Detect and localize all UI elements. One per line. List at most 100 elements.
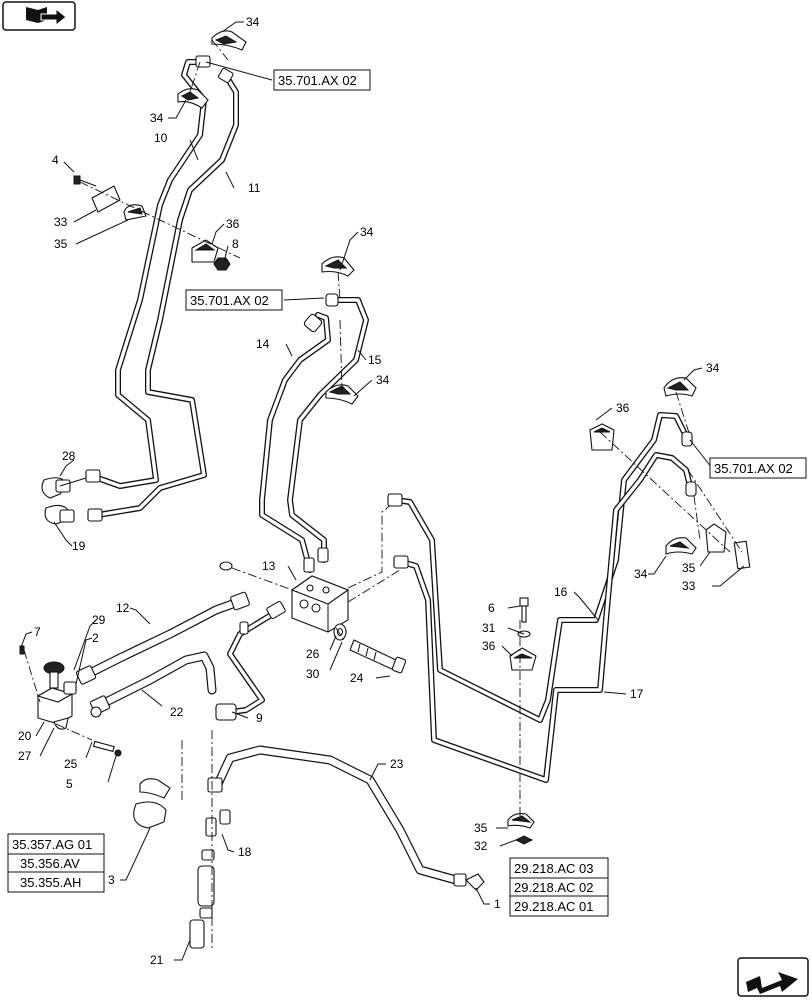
- clamp-36-right: [589, 423, 615, 451]
- callout-34: 34: [706, 361, 720, 375]
- svg-text:29.218.AC 01: 29.218.AC 01: [514, 899, 594, 914]
- callout-12: 12: [116, 601, 130, 615]
- callout-2: 2: [92, 631, 99, 645]
- hose-22-ends: [89, 695, 111, 718]
- callout-36: 36: [616, 401, 630, 415]
- reference-link-29-218-ac-02[interactable]: 29.218.AC 02: [509, 877, 609, 897]
- reference-link-35-701-ax-02-top[interactable]: 35.701.AX 02: [273, 69, 371, 91]
- svg-text:35.356.AV: 35.356.AV: [20, 856, 80, 871]
- clamp-34-upper: [177, 88, 209, 109]
- fitting-2: [63, 681, 77, 695]
- pipe-9-fittings: [215, 600, 286, 721]
- clamp-36-left: [191, 239, 219, 263]
- clamp-34-right: [663, 377, 697, 397]
- bolt-4: [73, 175, 97, 187]
- callout-29: 29: [92, 613, 106, 627]
- callout-34: 34: [376, 373, 390, 387]
- callout-20: 20: [18, 729, 32, 743]
- hose-12: [87, 597, 243, 677]
- callout-35: 35: [682, 561, 696, 575]
- svg-text:35.701.AX 02: 35.701.AX 02: [190, 293, 269, 308]
- svg-text:35.355.AH: 35.355.AH: [20, 875, 81, 890]
- cap-29: [43, 661, 65, 689]
- callout-14: 14: [256, 337, 270, 351]
- washer-26: [333, 623, 347, 641]
- callout-9: 9: [256, 711, 263, 725]
- tube-21: [189, 865, 215, 949]
- svg-text:29.218.AC 02: 29.218.AC 02: [514, 880, 594, 895]
- clamp-34-top: [211, 30, 247, 51]
- callout-7: 7: [34, 625, 41, 639]
- screw-25: [92, 740, 122, 757]
- callout-1: 1: [494, 897, 501, 911]
- callout-10: 10: [154, 131, 168, 145]
- pipe-10: [89, 59, 208, 489]
- reference-link-29-218-ac-01[interactable]: 29.218.AC 01: [509, 895, 609, 917]
- callout-35: 35: [54, 237, 68, 251]
- callout-19: 19: [72, 539, 86, 553]
- callout-3: 3: [108, 873, 115, 887]
- reference-stack-right: 29.218.AC 03 29.218.AC 02 29.218.AC 01: [509, 857, 609, 917]
- svg-text:35.357.AG 01: 35.357.AG 01: [12, 837, 92, 852]
- reference-link-35-355-ah[interactable]: 35.355.AH: [7, 871, 105, 893]
- callout-15: 15: [368, 353, 382, 367]
- reference-link-35-701-ax-02-mid[interactable]: 35.701.AX 02: [185, 289, 283, 311]
- callout-6: 6: [488, 601, 495, 615]
- callout-26: 26: [306, 647, 320, 661]
- callout-23: 23: [390, 757, 404, 771]
- manifold-block-13: [290, 575, 350, 633]
- elbow-fitting-28: [41, 477, 87, 499]
- pipe-14: [259, 312, 331, 573]
- callout-27: 27: [18, 749, 32, 763]
- callout-5: 5: [66, 777, 73, 791]
- callout-numbers: 34 34 10 11 4 33 35 36 8 34 14 15 34 34 …: [18, 15, 720, 967]
- plug-small: [219, 561, 233, 571]
- nut-8: [213, 257, 231, 271]
- callout-24: 24: [350, 671, 364, 685]
- callout-32: 32: [474, 839, 488, 853]
- plate-33-right: [733, 540, 751, 570]
- plate-33-left: [91, 185, 121, 213]
- callout-34: 34: [360, 225, 374, 239]
- callout-25: 25: [64, 757, 78, 771]
- bolt-24: [349, 639, 407, 674]
- hose-23: [213, 745, 461, 885]
- elbow-27: [53, 717, 69, 730]
- callout-17: 17: [630, 687, 644, 701]
- svg-text:29.218.AC 03: 29.218.AC 03: [514, 861, 594, 876]
- pipe-16: [393, 412, 689, 723]
- reference-link-35-701-ax-02-right[interactable]: 35.701.AX 02: [709, 457, 807, 479]
- callout-34: 34: [246, 15, 260, 29]
- clamp-35-left: [123, 204, 147, 221]
- pipe-14-15-fittings: [303, 293, 339, 573]
- svg-text:35.701.AX 02: 35.701.AX 02: [714, 461, 793, 476]
- callout-33: 33: [682, 579, 696, 593]
- callout-36: 36: [482, 639, 496, 653]
- callout-8: 8: [232, 237, 239, 251]
- clamp-35-right: [705, 523, 727, 553]
- book-icon[interactable]: [2, 1, 76, 31]
- callout-36: 36: [226, 217, 240, 231]
- callout-21: 21: [150, 953, 164, 967]
- callout-33: 33: [54, 215, 68, 229]
- callout-34: 34: [634, 567, 648, 581]
- callout-4: 4: [52, 153, 59, 167]
- clamp-35-bottom: [507, 813, 535, 829]
- clamp-36-lower: [509, 647, 537, 671]
- callout-34: 34: [150, 111, 164, 125]
- next-page-arrow-icon[interactable]: [737, 957, 809, 997]
- reference-stack-left: 35.357.AG 01 35.356.AV 35.355.AH: [7, 833, 105, 893]
- hose-12-ends: [75, 591, 250, 685]
- reference-link-29-218-ac-03[interactable]: 29.218.AC 03: [509, 857, 609, 879]
- coupling-small: [201, 849, 215, 861]
- pipe-16-17-fittings: [387, 431, 697, 569]
- callout-13: 13: [262, 559, 276, 573]
- reference-link-35-356-av[interactable]: 35.356.AV: [7, 853, 105, 873]
- hose-23-ends: [207, 777, 485, 891]
- reference-link-35-357-ag-01[interactable]: 35.357.AG 01: [7, 833, 105, 855]
- clamp-34-right-lower: [665, 537, 697, 555]
- elbow-3: [133, 778, 171, 829]
- pipe-15: [287, 297, 369, 563]
- clamp-34-mid-bottom: [325, 384, 359, 405]
